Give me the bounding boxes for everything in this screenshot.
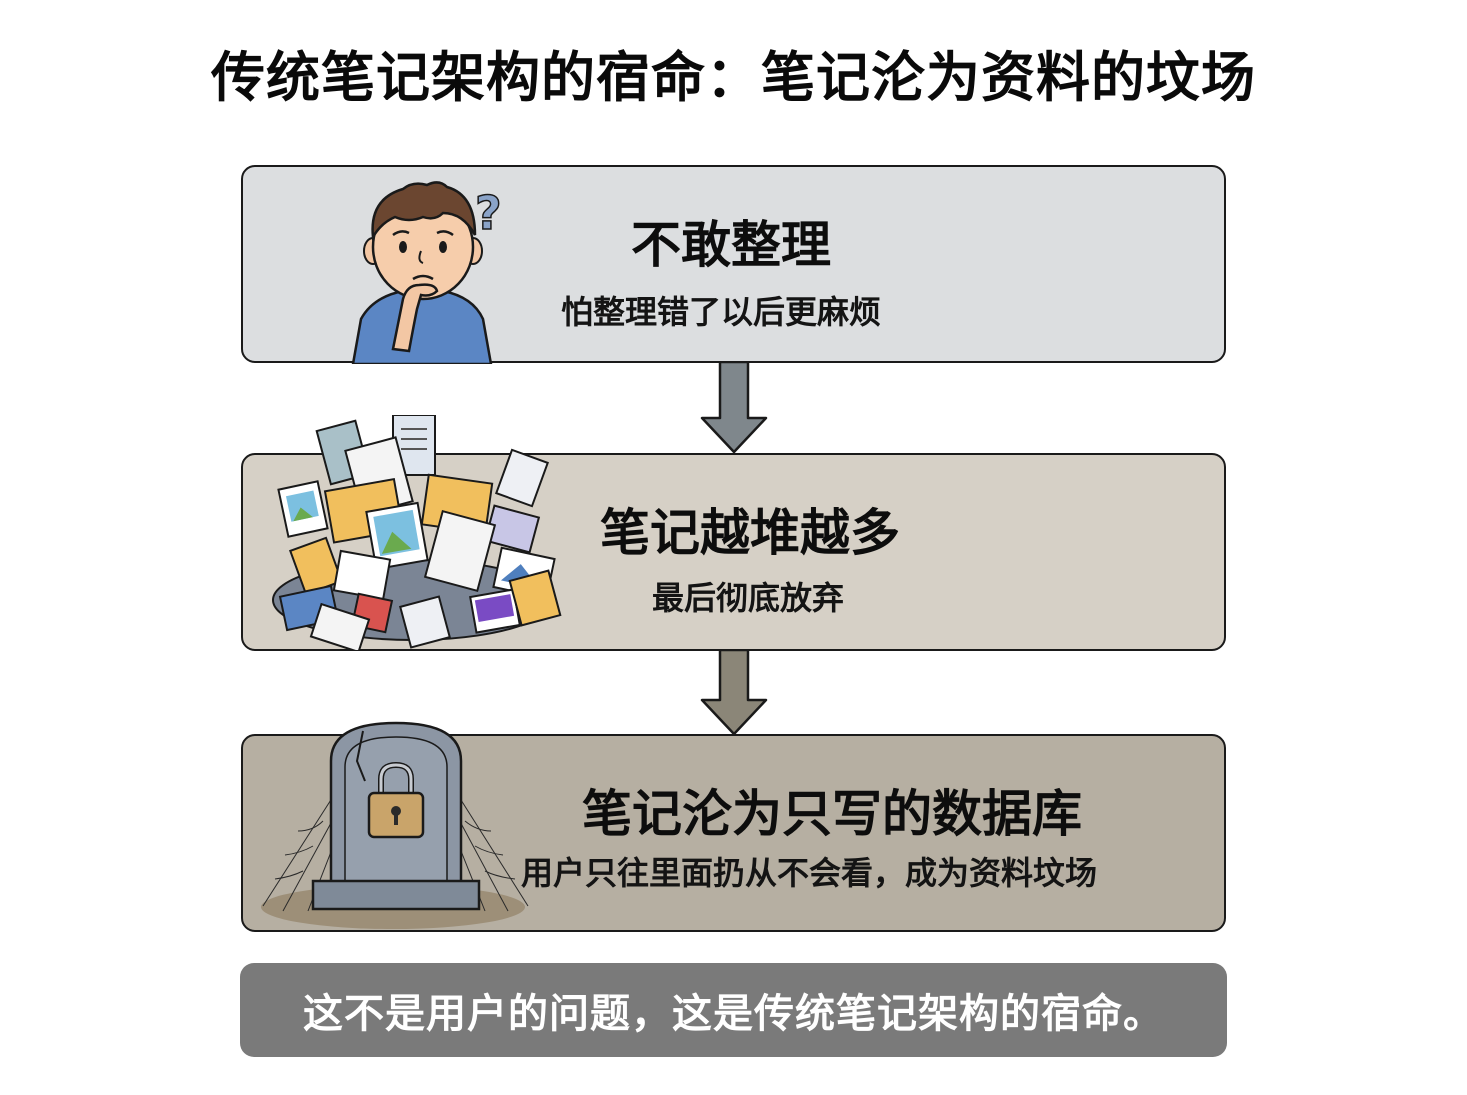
step-heading: 笔记越堆越多 (600, 504, 900, 562)
locked-tombstone-icon (261, 721, 529, 929)
step-card-notes-pile-up: 笔记越堆越多 最后彻底放弃 (241, 415, 1226, 651)
step-subtitle: 怕整理错了以后更麻烦 (561, 293, 882, 331)
step-subtitle: 最后彻底放弃 (652, 579, 845, 617)
confused-person-icon: ? (351, 181, 502, 364)
step-heading: 不敢整理 (631, 216, 831, 274)
svg-text:?: ? (475, 186, 502, 240)
conclusion-text: 这不是用户的问题，这是传统笔记架构的宿命。 (303, 991, 1164, 1037)
step-card-write-only-database: 笔记沦为只写的数据库 用户只往里面扔从不会看，成为资料坟场 (241, 721, 1226, 932)
down-arrow-icon (700, 650, 768, 735)
step-card-fear-of-organizing: ? 不敢整理 怕整理错了以后更麻烦 (241, 165, 1226, 364)
page-title: 传统笔记架构的宿命：笔记沦为资料的坟场 (211, 46, 1256, 109)
conclusion-banner: 这不是用户的问题，这是传统笔记架构的宿命。 (240, 963, 1227, 1057)
down-arrow-icon (700, 362, 768, 454)
step-heading: 笔记沦为只写的数据库 (582, 785, 1082, 843)
step-subtitle: 用户只往里面扔从不会看，成为资料坟场 (521, 854, 1098, 892)
document-pile-icon (272, 415, 562, 650)
